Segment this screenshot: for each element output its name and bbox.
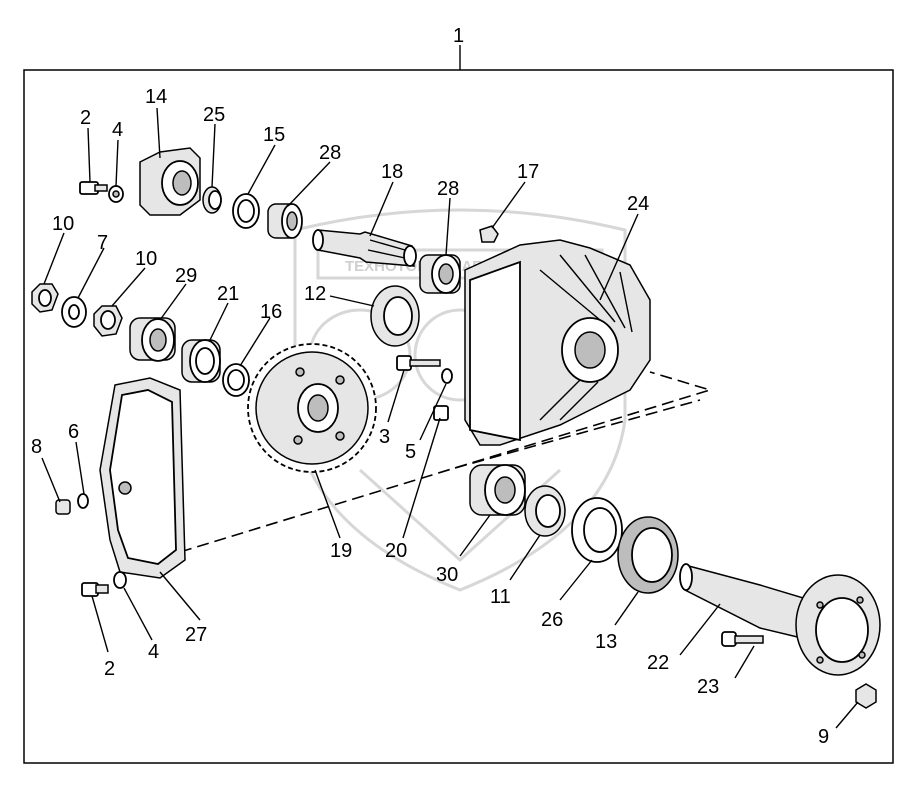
washer-icon <box>441 368 453 384</box>
part-label-27: 27 <box>185 624 207 646</box>
seal-icon <box>370 285 420 347</box>
bolt-icon <box>433 405 449 421</box>
part-label-5: 5 <box>405 441 416 463</box>
part-label-2: 2 <box>104 658 115 680</box>
ring-icon <box>571 497 623 563</box>
ring-icon <box>232 193 260 229</box>
bolt-icon <box>721 631 764 647</box>
washer-icon <box>113 571 127 589</box>
washer-icon <box>77 493 89 509</box>
part-label-28: 28 <box>319 142 341 164</box>
housing-icon <box>464 239 651 446</box>
ring-icon <box>222 363 250 397</box>
assembly-label: 1 <box>453 25 464 47</box>
part-label-13: 13 <box>595 631 617 653</box>
part-label-12: 12 <box>304 283 326 305</box>
part-label-4: 4 <box>112 119 123 141</box>
bearing-icon <box>469 464 526 516</box>
part-label-6: 6 <box>68 421 79 443</box>
lock-washer-icon <box>61 296 87 328</box>
plug-icon <box>55 499 71 515</box>
nut-icon <box>93 305 123 337</box>
part-label-22: 22 <box>647 652 669 674</box>
ring-icon <box>202 186 222 214</box>
gear-icon <box>247 343 377 473</box>
seal-icon <box>617 516 679 594</box>
part-labels: 2 4 14 25 15 28 18 28 17 24 10 7 10 29 2… <box>31 86 829 748</box>
part-label-26: 26 <box>541 609 563 631</box>
washer-icon <box>108 185 124 203</box>
part-label-8: 8 <box>31 436 42 458</box>
plug-icon <box>479 225 499 243</box>
part-label-25: 25 <box>203 104 225 126</box>
bolt-icon <box>81 582 109 597</box>
part-label-16: 16 <box>260 301 282 323</box>
part-label-20: 20 <box>385 540 407 562</box>
part-label-18: 18 <box>381 161 403 183</box>
part-label-7: 7 <box>97 232 108 254</box>
part-label-23: 23 <box>697 676 719 698</box>
cover-icon <box>99 377 186 579</box>
part-label-24: 24 <box>627 193 649 215</box>
diagram-frame <box>23 69 894 764</box>
bearing-icon <box>129 317 176 362</box>
part-label-2: 2 <box>80 107 91 129</box>
bearing-icon <box>181 339 221 383</box>
part-label-19: 19 <box>330 540 352 562</box>
part-label-28: 28 <box>437 178 459 200</box>
bearing-icon <box>267 203 303 239</box>
part-label-9: 9 <box>818 726 829 748</box>
part-label-29: 29 <box>175 265 197 287</box>
part-label-30: 30 <box>436 564 458 586</box>
part-label-3: 3 <box>379 426 390 448</box>
part-label-10: 10 <box>52 213 74 235</box>
part-label-17: 17 <box>517 161 539 183</box>
part-label-4: 4 <box>148 641 159 663</box>
bearing-housing-icon <box>139 147 201 216</box>
part-label-21: 21 <box>217 283 239 305</box>
nut-icon <box>855 683 877 709</box>
bolt-icon <box>79 181 108 195</box>
ring-icon <box>524 485 566 537</box>
part-label-14: 14 <box>145 86 167 108</box>
shaft-icon <box>312 229 417 267</box>
part-label-11: 11 <box>490 586 511 608</box>
part-label-10: 10 <box>135 248 157 270</box>
bearing-icon <box>419 254 461 294</box>
bolt-icon <box>396 355 441 371</box>
axle-shaft-icon <box>679 563 881 676</box>
part-label-15: 15 <box>263 124 285 146</box>
nut-icon <box>31 283 59 313</box>
leader-lines <box>41 107 859 729</box>
